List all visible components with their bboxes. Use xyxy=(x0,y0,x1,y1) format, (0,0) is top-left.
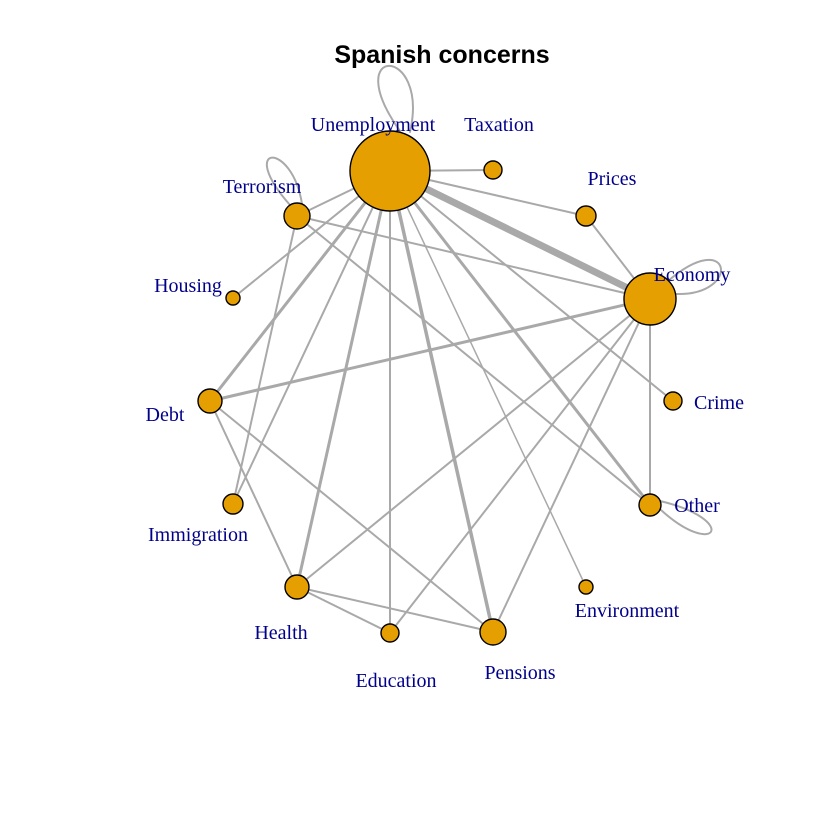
node-label-debt: Debt xyxy=(146,404,185,426)
edge-economy-debt xyxy=(208,297,652,403)
node-immigration xyxy=(222,493,244,515)
edge-economy-pensions xyxy=(492,298,651,633)
edge-terrorism-economy xyxy=(296,215,651,300)
node-label-other: Other xyxy=(674,495,720,517)
node-label-immigration: Immigration xyxy=(148,524,248,546)
node-health xyxy=(284,574,310,600)
node-terrorism xyxy=(283,202,311,230)
diagram-title: Spanish concerns xyxy=(334,41,549,69)
node-label-crime: Crime xyxy=(694,392,744,414)
node-other xyxy=(638,493,662,517)
labels-layer: Unemployment TaxationPricesEconomyCrimeOt… xyxy=(146,114,745,692)
edge-loop-economy xyxy=(667,258,722,296)
edge-unemployment-immigration xyxy=(232,170,391,505)
edge-debt-health xyxy=(209,400,298,588)
edge-unemployment-other xyxy=(388,169,652,507)
node-label-taxation: Taxation xyxy=(464,114,534,136)
nodes-layer xyxy=(197,130,683,646)
node-label-health: Health xyxy=(254,622,307,644)
node-housing xyxy=(225,290,241,306)
node-label-economy: Economy xyxy=(654,264,731,286)
edge-loop-terrorism xyxy=(265,156,303,206)
edge-unemployment-economy xyxy=(386,167,654,303)
edge-debt-pensions xyxy=(209,400,494,633)
node-economy xyxy=(623,272,677,326)
node-label-unemployment: Unemployment xyxy=(311,114,436,136)
edge-health-education xyxy=(296,586,391,634)
edges-layer xyxy=(208,64,722,634)
edge-unemployment-health xyxy=(295,169,392,589)
node-label-housing: Housing xyxy=(154,275,222,297)
edge-loop-other xyxy=(659,500,713,536)
edge-terrorism-other xyxy=(296,215,651,506)
node-unemployment xyxy=(349,130,431,212)
node-education xyxy=(380,623,400,643)
edge-health-pensions xyxy=(296,586,494,633)
edge-economy-health xyxy=(296,298,651,588)
node-label-education: Education xyxy=(355,670,436,692)
edge-unemployment-debt xyxy=(208,169,392,403)
edge-economy-education xyxy=(389,298,651,634)
node-pensions xyxy=(479,618,507,646)
node-prices xyxy=(575,205,597,227)
node-label-pensions: Pensions xyxy=(484,662,555,684)
edge-unemployment-environment xyxy=(389,170,587,588)
edge-unemployment-pensions xyxy=(388,169,495,634)
edge-unemployment-crime xyxy=(389,170,674,402)
node-label-terrorism: Terrorism xyxy=(223,176,302,198)
node-crime xyxy=(663,391,683,411)
node-label-environment: Environment xyxy=(575,600,680,622)
edge-loop-unemployment xyxy=(377,64,414,133)
node-debt xyxy=(197,388,223,414)
edge-terrorism-immigration xyxy=(232,215,298,505)
node-environment xyxy=(578,579,594,595)
node-label-prices: Prices xyxy=(588,168,637,190)
node-taxation xyxy=(483,160,503,180)
